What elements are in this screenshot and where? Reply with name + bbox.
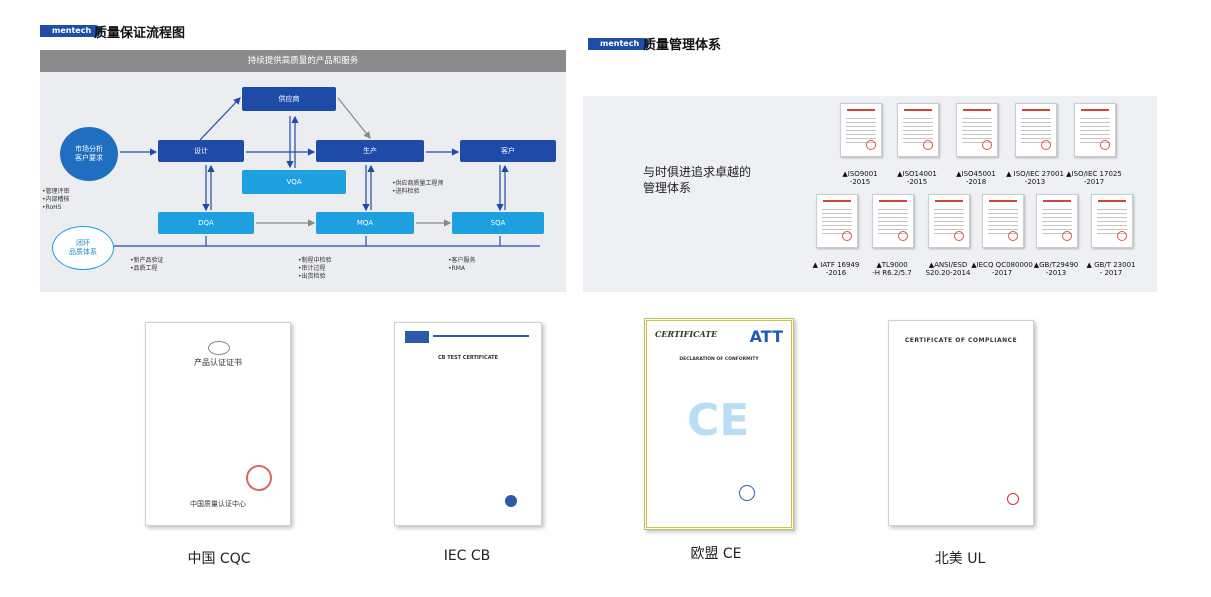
note-supplier-qe: •供应商质量工程师 •进料检验 (392, 180, 444, 195)
iso-cert-thumbnail (956, 103, 998, 157)
node-production: 生产 (316, 140, 424, 162)
iso-cert-thumbnail (1091, 194, 1133, 248)
iso-cert-label: ▲ISO/IEC 17025 -2017 (1066, 170, 1122, 186)
ce-heading: CERTIFICATE (655, 329, 718, 339)
node-vqa: VQA (242, 170, 346, 194)
iso-cert-label: ▲ IATF 16949 -2016 (812, 261, 860, 277)
ce-mark-icon: CE (687, 395, 750, 446)
iso-cert-label: ▲ ISO/IEC 27001 -2013 (1006, 170, 1064, 186)
iso-cert-label: ▲TL9000 -H R6.2/5.7 (872, 261, 912, 277)
node-design: 设计 (158, 140, 244, 162)
brand-tag-right: mentech (587, 38, 650, 50)
iso-cert-thumbnail (840, 103, 882, 157)
cert-image-cb: CB TEST CERTIFICATE (394, 322, 542, 526)
ce-brand: ATT (749, 327, 783, 346)
ce-subheading: DECLARATION OF CONFORMITY (679, 357, 759, 362)
iso-cert-label: ▲ISO14001 -2015 (897, 170, 937, 186)
iso-cert-thumbnail (1015, 103, 1057, 157)
node-dqa: DQA (158, 212, 254, 234)
cert-label-ce: 欧盟 CE (690, 546, 742, 562)
cert-label-cqc: 中国 CQC (187, 551, 251, 567)
iso-cert-label: ▲ISO9001 -2015 (842, 170, 878, 186)
qms-slogan: 与时俱进追求卓越的 管理体系 (643, 165, 752, 195)
iso-cert-thumbnail (928, 194, 970, 248)
note-dqa: •新产品验证 •品质工程 (130, 257, 164, 272)
node-customer: 客户 (460, 140, 556, 162)
cb-heading: CB TEST CERTIFICATE (437, 355, 499, 361)
flow-connectors (114, 97, 540, 247)
cqc-footer: 中国质量认证中心 (190, 500, 246, 508)
iso-cert-thumbnail (1036, 194, 1078, 248)
section-title-qms: 质量管理体系 (643, 38, 722, 53)
iso-cert-label: ▲ISO45001 -2018 (956, 170, 996, 186)
node-mqa: MQA (316, 212, 414, 234)
cert-image-cqc: 产品认证证书 中国质量认证中心 (145, 322, 291, 526)
iso-cert-thumbnail (816, 194, 858, 248)
iso-cert-thumbnail (872, 194, 914, 248)
brand-tag-left: mentech (39, 25, 102, 37)
cert-image-ce: CERTIFICATE ATT DECLARATION OF CONFORMIT… (644, 318, 794, 530)
node-market: 市场分析 客户要求 (60, 127, 118, 181)
iso-cert-thumbnail (982, 194, 1024, 248)
iso-cert-label: ▲IECQ QC080000 -2017 (971, 261, 1033, 277)
iso-cert-label: ▲GB/T29490 -2013 (1033, 261, 1079, 277)
iso-cert-label: ▲ GB/T 23001 - 2017 (1086, 261, 1136, 277)
note-mqa: •制程中检验 •审计过程 •出货检验 (298, 257, 332, 280)
ul-heading: CERTIFICATE OF COMPLIANCE (904, 337, 1018, 344)
iso-cert-label: ▲ANSI/ESD S20.20-2014 (925, 261, 971, 277)
section-title-flow: 质量保证流程图 (94, 26, 186, 41)
note-sqa: •客户服务 •RMA (448, 257, 476, 272)
node-closed-loop: 闭环 品质体系 (52, 226, 114, 270)
note-management: •管理评审 •内部稽核 •RoHS (42, 188, 70, 211)
cert-label-ul: 北美 UL (934, 551, 986, 567)
iso-cert-thumbnail (1074, 103, 1116, 157)
cqc-heading: 产品认证证书 (194, 358, 242, 367)
quality-flow-diagram: 持续提供高质量的产品和服务 (40, 50, 566, 292)
node-sqa: SQA (452, 212, 544, 234)
iso-cert-thumbnail (897, 103, 939, 157)
cert-label-cb: IEC CB (443, 548, 491, 564)
cert-image-ul: CERTIFICATE OF COMPLIANCE (888, 320, 1034, 526)
node-supplier: 供应商 (242, 87, 336, 111)
flow-banner: 持续提供高质量的产品和服务 (40, 50, 566, 72)
